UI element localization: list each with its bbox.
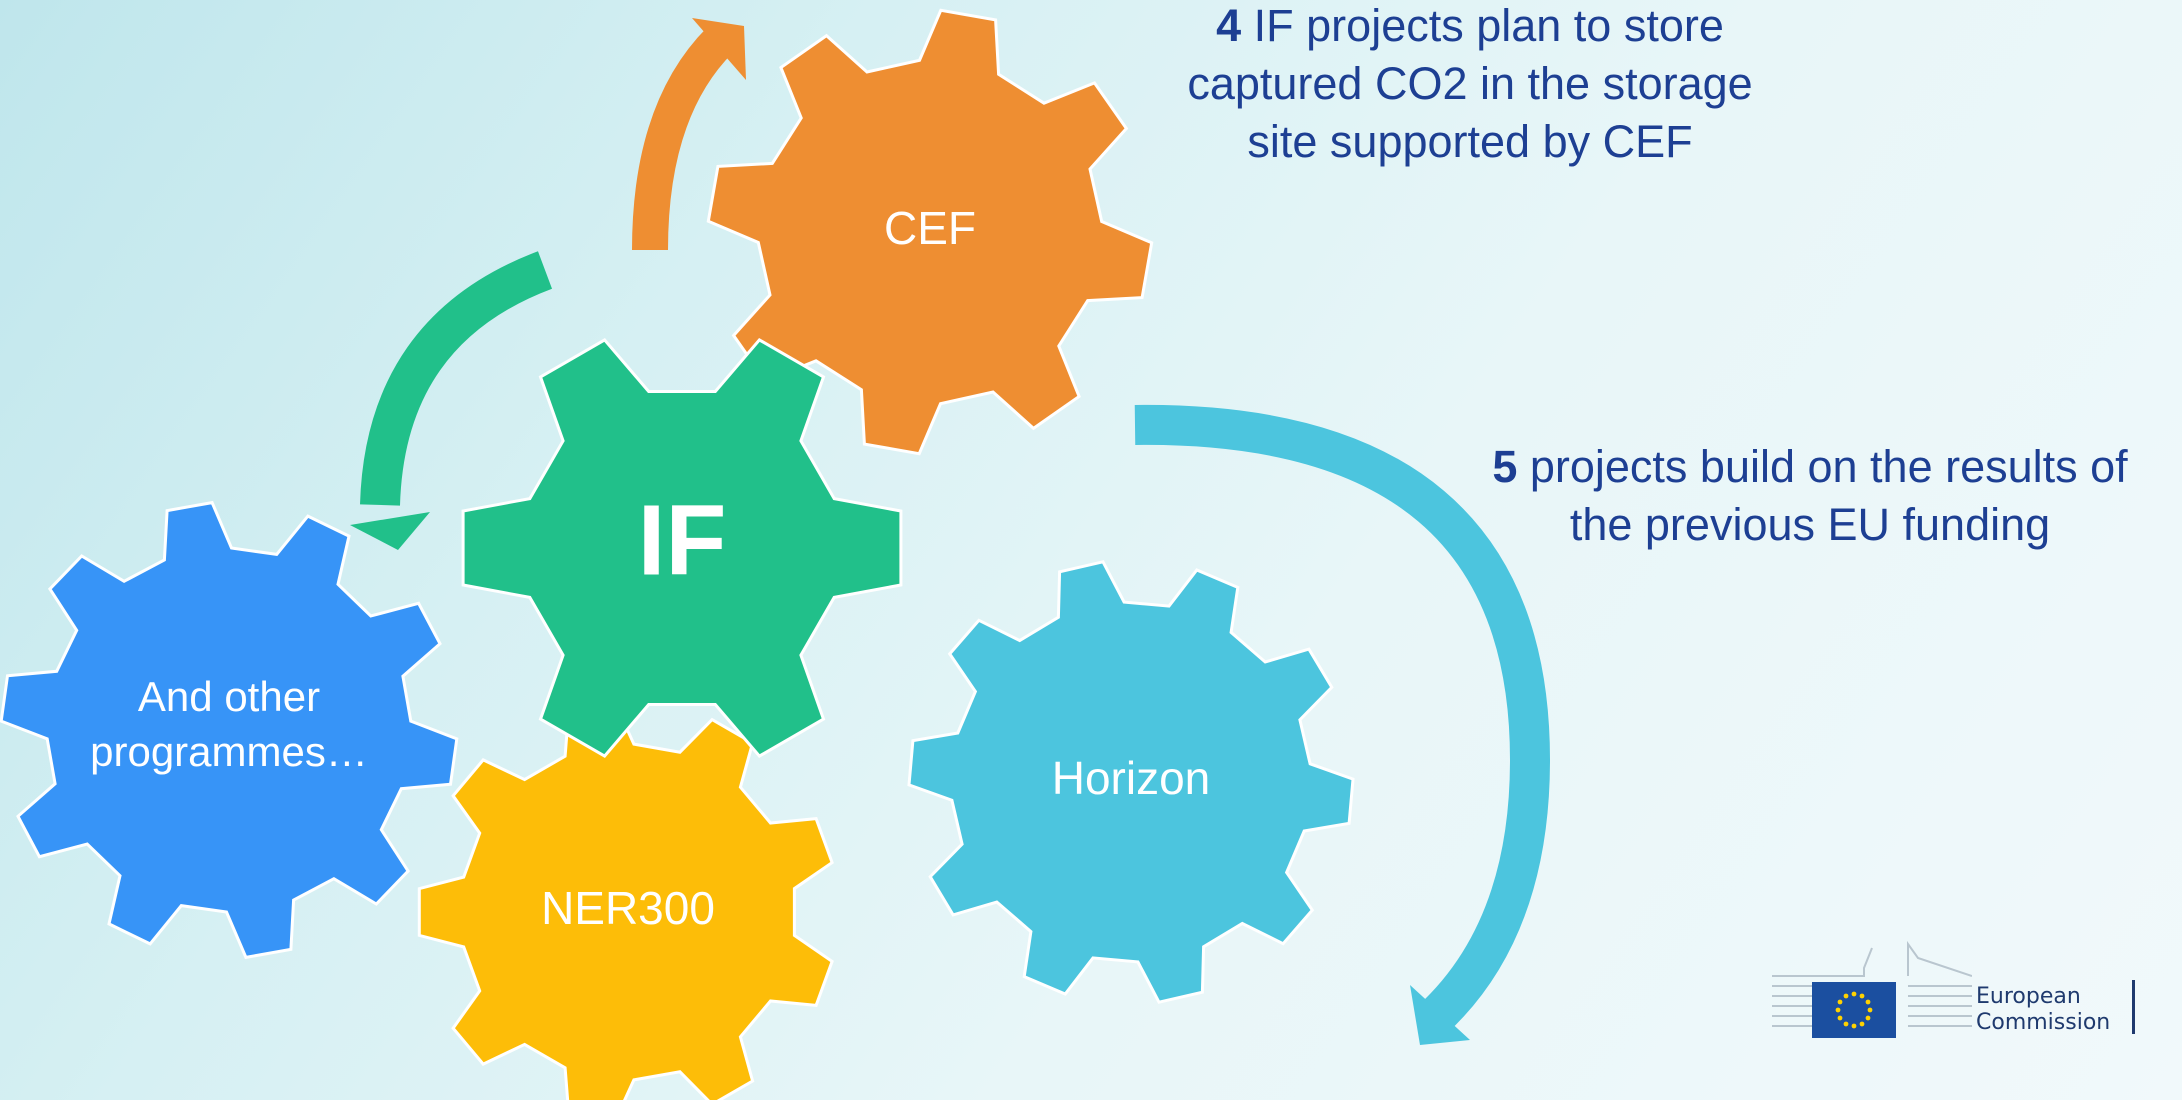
blue-arrowhead <box>1410 985 1470 1045</box>
gear-if-label: IF <box>638 484 727 596</box>
gear-cef-shape <box>706 8 1154 456</box>
note-cef-storage: 4 IF projects plan to store captured CO2… <box>1160 0 1780 171</box>
logo-line-1: European <box>1976 984 2081 1009</box>
note-top-line-3: site supported by CEF <box>1247 116 1693 167</box>
gear-ner300-label: NER300 <box>541 882 715 934</box>
gear-cef: CEF <box>706 8 1154 456</box>
eu-flag <box>1812 982 1896 1038</box>
logo-text: European Commission <box>1976 984 2110 1036</box>
note-right-line1-text: projects build on the results of <box>1517 441 2128 492</box>
note-top-line-2: captured CO2 in the storage <box>1187 58 1753 109</box>
note-previous-funding: 5 projects build on the results of the p… <box>1450 438 2170 554</box>
note-top-line1-text: IF projects plan to store <box>1241 0 1724 51</box>
gear-horizon-label: Horizon <box>1052 752 1211 804</box>
gear-other-shape <box>0 500 459 960</box>
commission-building-icon <box>1772 940 1973 1038</box>
gear-other-programmes: And other programmes… <box>0 500 459 960</box>
note-top-line-1: 4 IF projects plan to store <box>1160 0 1780 55</box>
gear-ner300: NER300 <box>417 700 834 1100</box>
orange-arrowhead <box>692 18 746 80</box>
blue-arrow <box>1134 404 1551 1035</box>
gear-if: IF <box>461 337 903 759</box>
note-right-line-1: 5 projects build on the results of <box>1450 438 2170 496</box>
gear-other-label-2: programmes… <box>90 728 368 775</box>
gear-if-shape <box>461 337 903 759</box>
logo-divider <box>2132 980 2135 1034</box>
gear-horizon: Horizon <box>907 560 1355 1004</box>
european-commission-logo: European Commission <box>1772 940 2135 1040</box>
logo-line-2: Commission <box>1976 1010 2111 1035</box>
green-arrow <box>360 251 553 506</box>
gear-horizon-shape <box>907 560 1355 1004</box>
green-arrowhead <box>350 512 430 550</box>
gear-other-label-1: And other <box>138 673 320 720</box>
note-right-line-2: the previous EU funding <box>1569 499 2051 550</box>
note-right-number: 5 <box>1492 441 1518 492</box>
gear-cef-label: CEF <box>884 202 976 254</box>
note-top-number: 4 <box>1216 0 1242 51</box>
orange-arrow <box>632 27 733 251</box>
